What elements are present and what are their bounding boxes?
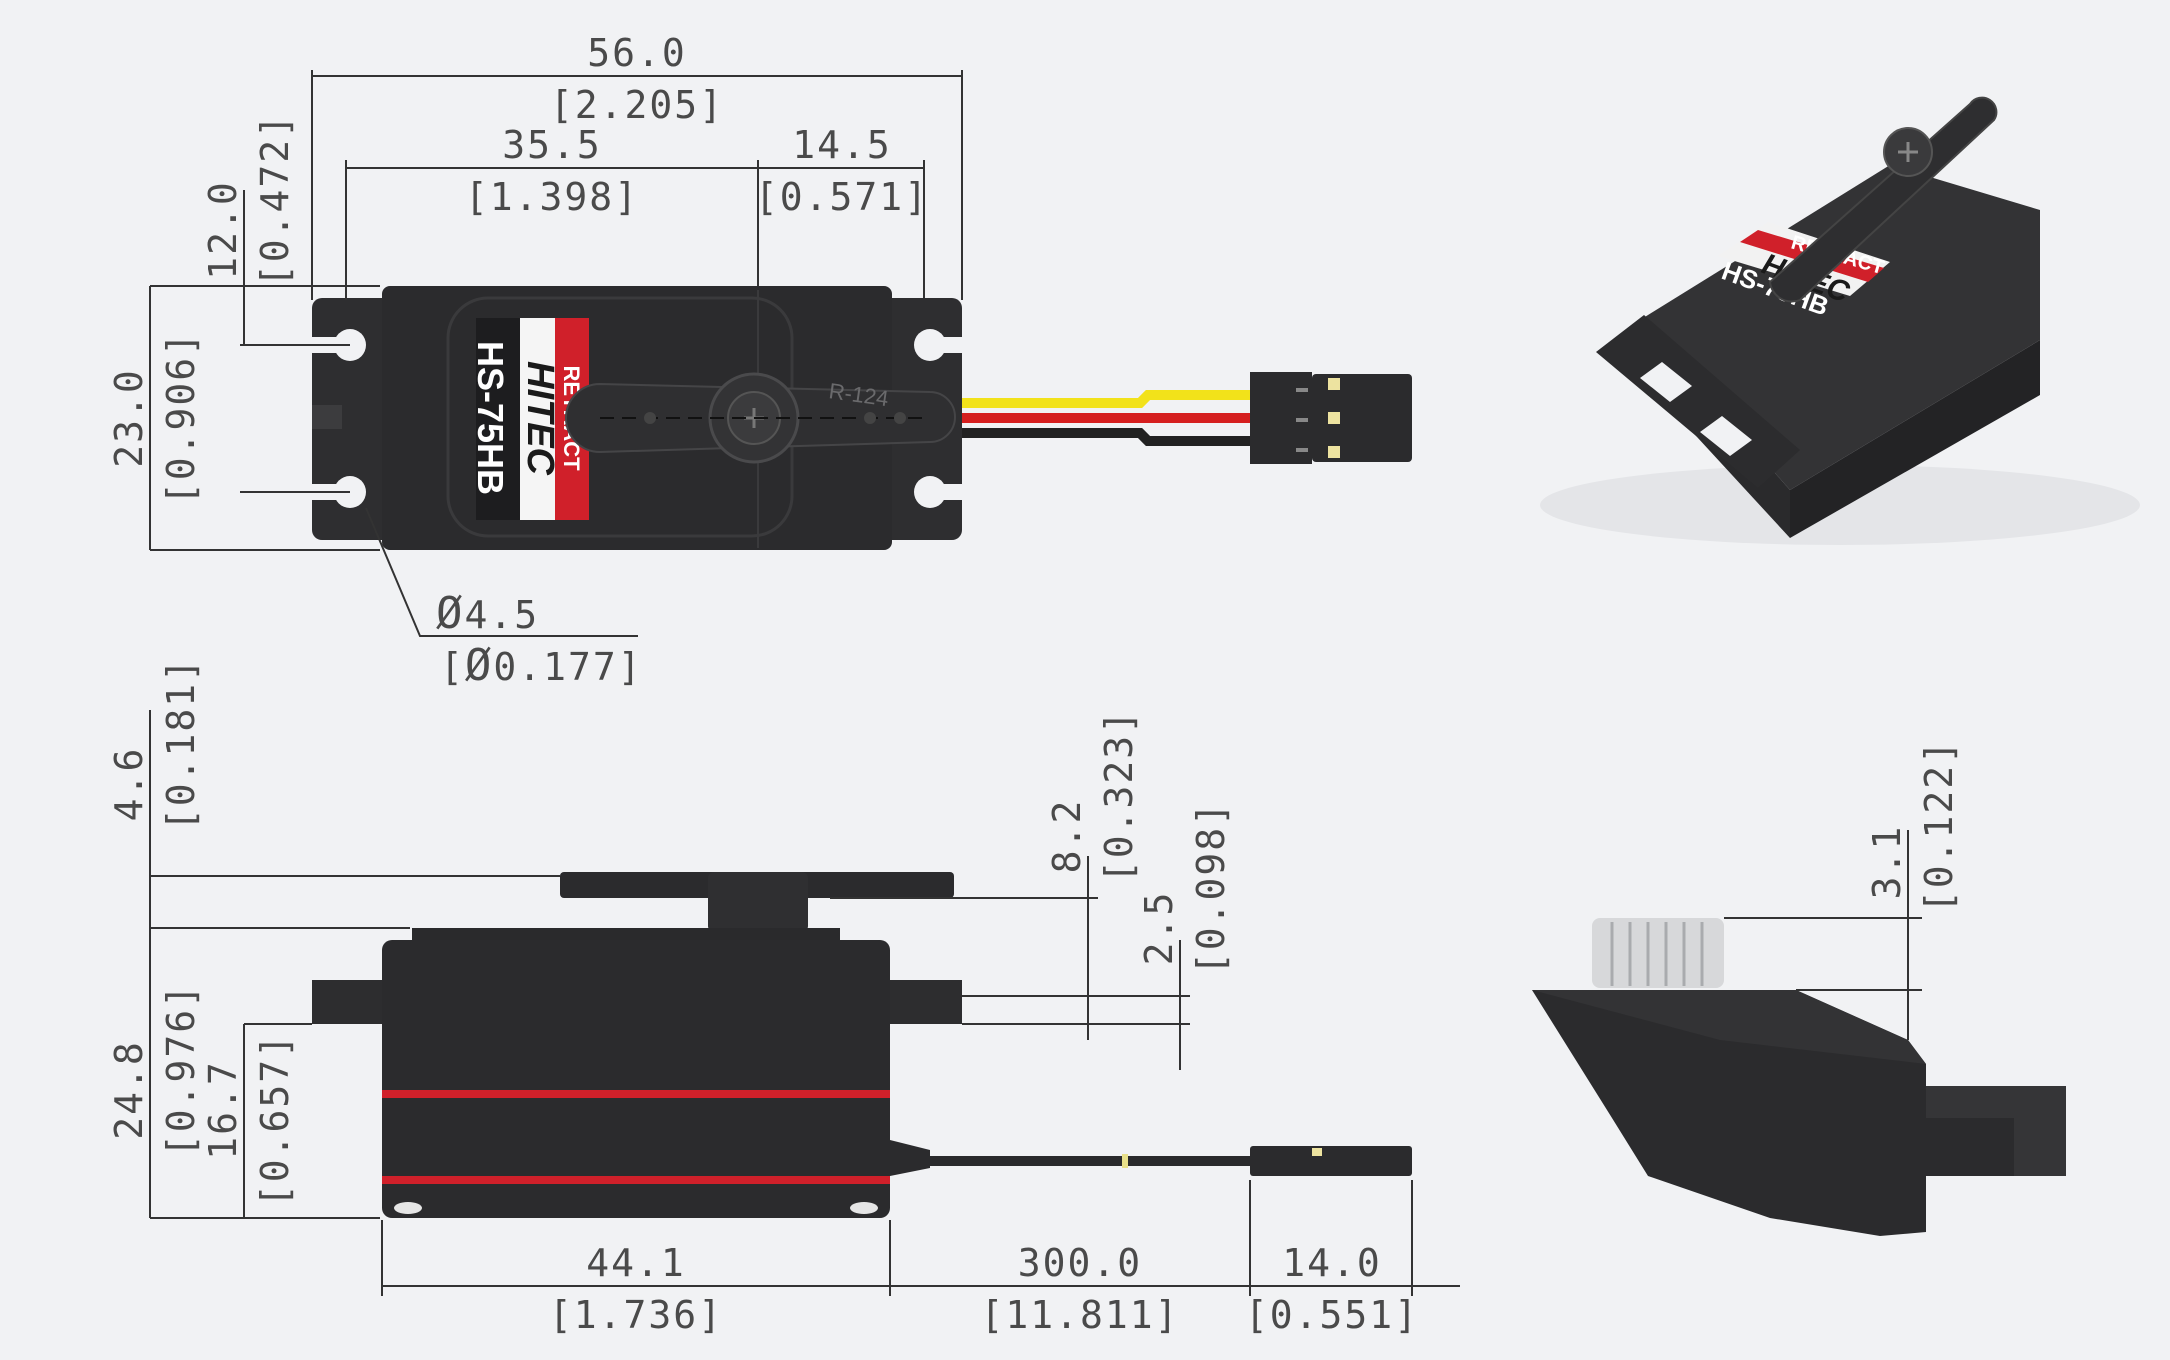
dim-hole-diameter-mm: Ø4.5 <box>436 588 539 639</box>
servo-wires-top <box>962 390 1260 446</box>
dim-body-width-in: [0.906] <box>159 331 203 505</box>
dim-flange-height-in: [0.657] <box>253 1033 297 1207</box>
dim-body-shaft-in: [1.398] <box>465 175 639 219</box>
dim-shaft-height-in: [0.323] <box>1097 709 1141 883</box>
dim-horn-height-in: [0.181] <box>159 657 203 831</box>
dim-horn-height-mm: 4.6 <box>107 747 151 822</box>
dim-cable-length-in: [11.811] <box>980 1293 1179 1337</box>
brand-logo-top: HITEC <box>519 361 561 476</box>
dim-body-width-mm: 23.0 <box>107 368 151 468</box>
dim-connector-length-in: [0.551] <box>1245 1293 1419 1337</box>
dim-body-shaft-mm: 35.5 <box>502 123 602 167</box>
dim-flange-thickness-in: [0.098] <box>1189 801 1233 975</box>
dim-hole-diameter-in: [Ø0.177] <box>440 640 643 691</box>
spline-shaft <box>1592 918 1724 988</box>
dim-connector-length-mm: 14.0 <box>1282 1241 1382 1285</box>
dim-spline-height-mm: 3.1 <box>1865 825 1909 900</box>
dim-body-length-in: [1.736] <box>549 1293 723 1337</box>
servo-case-side <box>382 940 890 1218</box>
side-view-dimensions: 4.6 [0.181] 8.2 [0.323] 2.5 [0.098] 24.8… <box>107 657 1460 1337</box>
isometric-view: RETRACT HITEC HS-75HB <box>1540 96 2140 545</box>
connector-side <box>1250 1146 1412 1176</box>
dim-flange-height-mm: 16.7 <box>201 1060 245 1160</box>
side-view <box>312 872 1412 1218</box>
dim-total-height-in: [0.976] <box>159 983 203 1157</box>
dim-shaft-end-in: [0.571] <box>755 175 929 219</box>
servo-horn-top: R-124 <box>565 372 956 464</box>
top-view: HS-75HB HITEC RETRACT R-124 <box>312 286 1412 550</box>
dim-flange-offset-mm: 12.0 <box>201 180 245 280</box>
model-text-top: HS-75HB <box>470 341 511 495</box>
dim-flange-thickness-mm: 2.5 <box>1137 891 1181 966</box>
dim-cable-length-mm: 300.0 <box>1018 1241 1142 1285</box>
dim-total-height-mm: 24.8 <box>107 1040 151 1140</box>
dim-body-length-mm: 44.1 <box>586 1241 686 1285</box>
dim-overall-length-in: [2.205] <box>550 83 724 127</box>
dim-shaft-end-mm: 14.5 <box>792 123 892 167</box>
connector-top <box>1250 372 1412 464</box>
dim-overall-length-mm: 56.0 <box>587 31 687 75</box>
end-view <box>1532 918 2066 1236</box>
top-view-dimensions: 56.0 [2.205] 35.5 [1.398] 14.5 [0.571] 1… <box>107 31 963 691</box>
end-view-dimensions: 3.1 [0.122] <box>1724 739 1961 1040</box>
dim-flange-offset-in: [0.472] <box>253 113 297 287</box>
dim-spline-height-in: [0.122] <box>1917 739 1961 913</box>
cable-side <box>930 1156 1250 1166</box>
dim-shaft-height-mm: 8.2 <box>1045 799 1089 874</box>
